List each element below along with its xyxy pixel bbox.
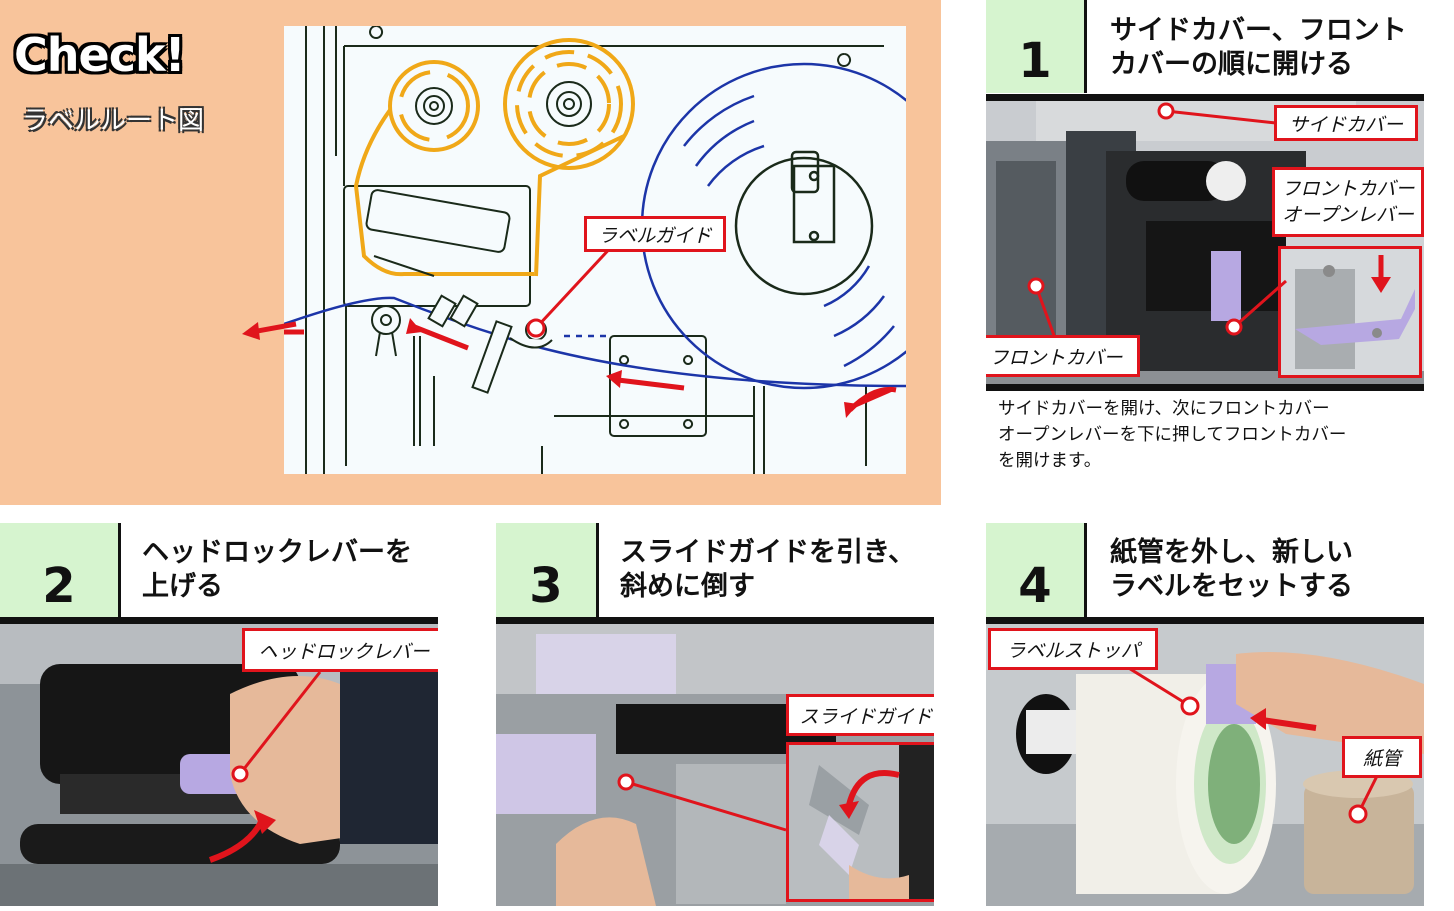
callout-front-cover: フロントカバー: [986, 335, 1140, 377]
step-title-4-line1: 紙管を外し、新しい: [1110, 537, 1353, 568]
step-title-1: サイドカバー、フロント カバーの順に開ける: [1110, 14, 1450, 82]
step1-leaders: [1027, 102, 1287, 342]
step-separator-2: [118, 523, 121, 618]
step2-up-arrow: [254, 810, 276, 834]
step3-inset-svg: [789, 745, 934, 899]
step-separator-3: [596, 523, 599, 618]
callout-paper-core: 紙管: [1342, 736, 1422, 778]
step-title-3-line1: スライドガイドを引き、: [620, 537, 916, 568]
step-title-4: 紙管を外し、新しい ラベルをセットする: [1110, 536, 1430, 604]
callout-head-lock-lever: ヘッドロックレバー: [242, 628, 438, 672]
label-route-diagram: ラベルガイド: [254, 25, 968, 474]
step-title-2-line1: ヘッドロックレバーを: [142, 537, 412, 568]
step-separator-1: [1084, 0, 1087, 93]
step-separator-4: [1084, 523, 1087, 618]
step-rule-1: [986, 94, 1424, 101]
step-title-3-line2: 斜めに倒す: [620, 571, 755, 602]
label-route-diagram-svg: [254, 25, 968, 474]
step1-description: サイドカバーを開け、次にフロントカバー オープンレバーを下に押してフロントカバー…: [998, 396, 1438, 474]
step1-description-line3: を開けます。: [998, 451, 1102, 471]
step-number-4: 4: [986, 523, 1084, 618]
callout-front-cover-lever-line2: オープンレバー: [1282, 204, 1414, 226]
step-rule-2: [0, 617, 438, 624]
callout-side-cover: サイドカバー: [1274, 105, 1418, 141]
callout-label-stopper: ラベルストッパ: [988, 628, 1158, 670]
step-number-3: 3: [496, 523, 596, 618]
step-title-4-line2: ラベルをセットする: [1110, 571, 1353, 602]
step3-leaders: [617, 773, 787, 832]
step-title-1-line2: カバーの順に開ける: [1110, 49, 1353, 80]
step-title-2: ヘッドロックレバーを 上げる: [142, 536, 442, 604]
step1-description-line1: サイドカバーを開け、次にフロントカバー: [998, 399, 1330, 419]
step-title-1-line1: サイドカバー、フロント: [1110, 15, 1407, 46]
step1-description-line2: オープンレバーを下に押してフロントカバー: [998, 425, 1347, 445]
step4-photo: ラベルストッパ 紙管: [986, 624, 1424, 906]
step2-leaders: [209, 671, 322, 863]
callout-front-cover-lever-line1: フロントカバー: [1281, 178, 1415, 200]
step3-inset: [786, 742, 934, 902]
callout-front-cover-lever: フロントカバー オープンレバー: [1272, 167, 1424, 237]
check-title: Check!: [14, 28, 186, 82]
step4-arrow: [1250, 708, 1266, 730]
step-title-2-line2: 上げる: [142, 571, 223, 602]
check-subtitle: ラベルルート図: [22, 106, 205, 136]
step4-photo-svg: [986, 624, 1424, 906]
step-rule-3: [496, 617, 934, 624]
step-number-1: 1: [986, 0, 1084, 93]
step-rule-4: [986, 617, 1424, 624]
step3-photo: スライドガイド: [496, 624, 934, 906]
step1-inset: [1278, 246, 1422, 378]
step2-photo: ヘッドロックレバー: [0, 624, 438, 906]
arrow-out-icon: [242, 321, 297, 340]
step1-photo: サイドカバー フロントカバー オープンレバー フロントカバー: [986, 101, 1424, 385]
step1-inset-svg: [1281, 249, 1419, 375]
step-rule-1b: [986, 384, 1424, 391]
step-number-2: 2: [0, 523, 118, 618]
callout-label-guide: ラベルガイド: [584, 216, 726, 252]
step-title-3: スライドガイドを引き、 斜めに倒す: [620, 536, 940, 604]
callout-slide-guide: スライドガイド: [786, 694, 934, 736]
